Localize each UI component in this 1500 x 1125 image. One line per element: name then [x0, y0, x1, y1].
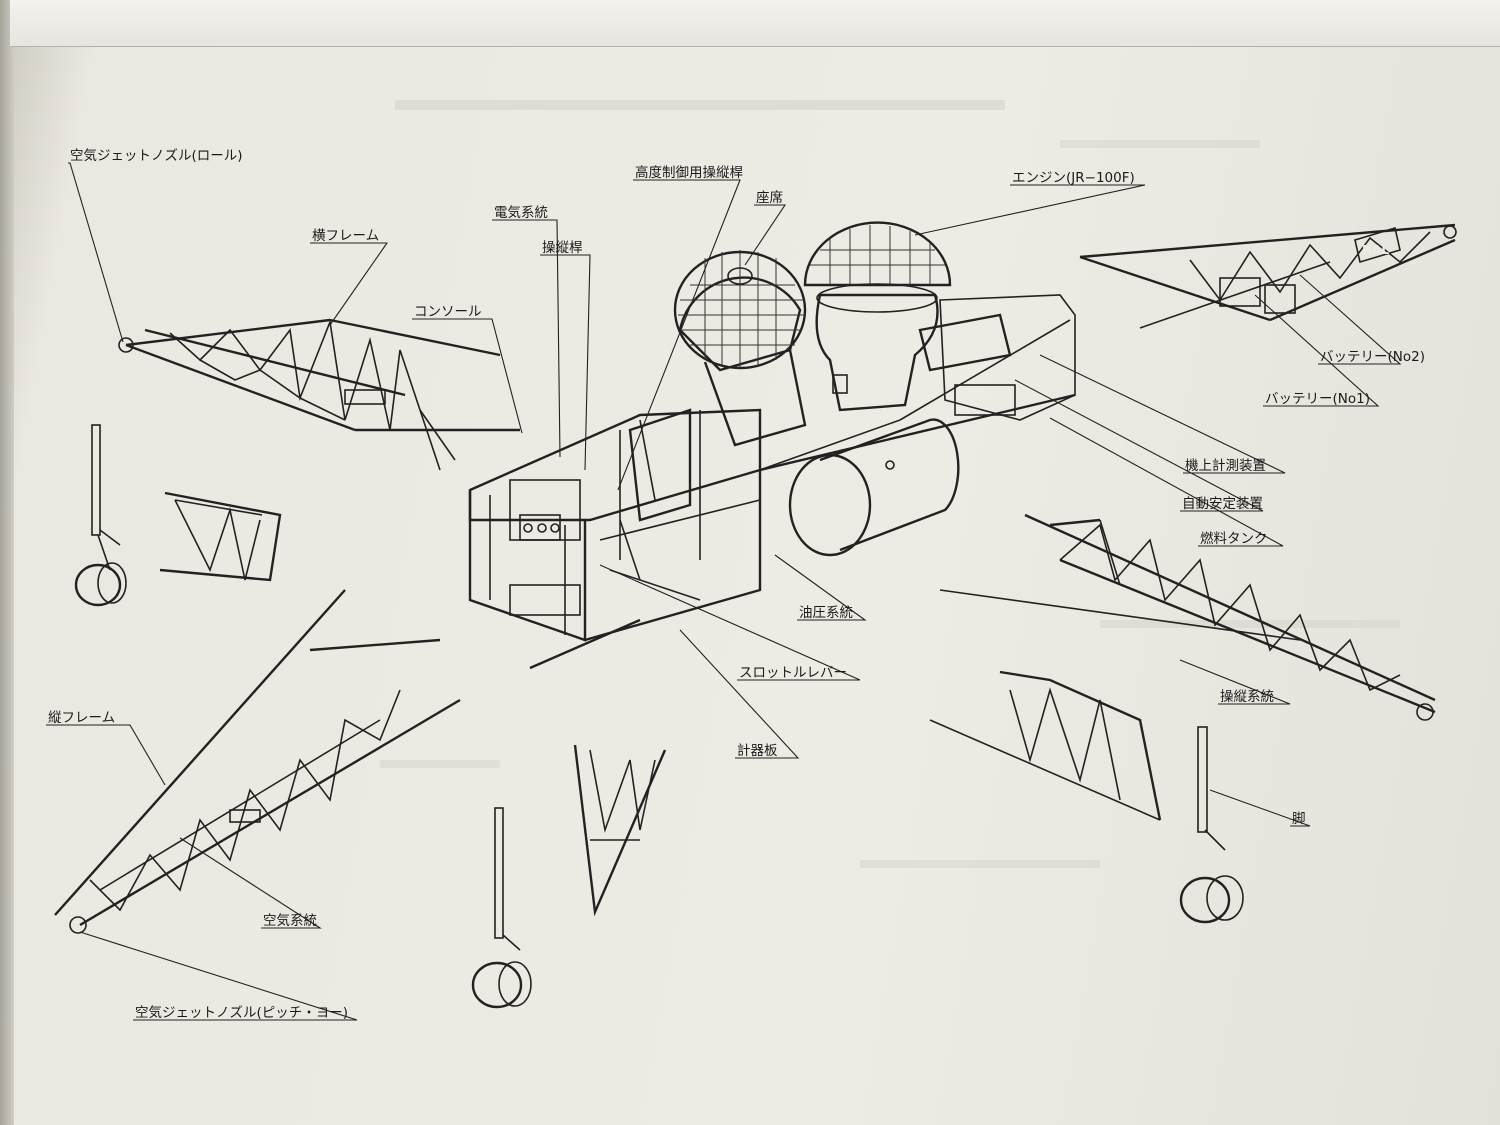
label-air-system: 空気系統	[263, 913, 317, 929]
label-throttle-lever: スロットルレバー	[739, 665, 847, 681]
left-lower-frame	[54, 589, 461, 934]
binding-edge	[0, 0, 14, 1125]
label-leg: 脚	[1292, 811, 1306, 827]
label-control-stick: 操縦桿	[542, 240, 583, 256]
callout-labels: 空気ジェットノズル(ロール) 横フレーム コンソール 電気系統 操縦桿 高度制御…	[48, 148, 1425, 1021]
engine-dome	[803, 221, 952, 412]
center-frame-fragment	[573, 744, 667, 917]
label-longitudinal-frame: 縦フレーム	[48, 710, 115, 726]
wing-mark-nal: NAL	[1362, 243, 1389, 257]
bleed-through-text	[380, 100, 1400, 868]
label-nozzle-pitch-yaw: 空気ジェットノズル(ピッチ・ヨー)	[135, 1005, 348, 1021]
label-battery-no2: バッテリー(No2)	[1320, 349, 1425, 365]
seat	[619, 408, 701, 560]
left-landing-gear	[74, 424, 127, 607]
label-engine: エンジン(JR−100F)	[1012, 170, 1135, 186]
center-landing-gear	[471, 807, 532, 1009]
left-frame-fragment	[159, 491, 282, 582]
right-lower-frame	[939, 513, 1436, 721]
right-landing-gear	[1179, 726, 1244, 924]
right-frame-fragment	[929, 670, 1162, 821]
left-side-frame	[118, 318, 520, 471]
label-electrical-system: 電気系統	[494, 205, 548, 221]
label-seat: 座席	[756, 190, 783, 206]
instrumentation-boxes	[759, 294, 1076, 472]
label-instrument-panel: 計器板	[737, 743, 778, 759]
label-fuel-tank: 燃料タンク	[1200, 530, 1268, 547]
label-onboard-instrumentation: 機上計測装置	[1185, 458, 1266, 474]
label-battery-no1: バッテリー(No1)	[1265, 391, 1370, 407]
label-altitude-control-stick: 高度制御用操縦桿	[635, 164, 743, 181]
fuel-tank	[759, 418, 960, 557]
right-upper-frame: NAL	[1079, 223, 1457, 329]
previous-sheet-edge	[10, 0, 1500, 47]
central-frame	[468, 408, 762, 670]
label-console: コンソール	[414, 304, 482, 320]
label-side-frame: 横フレーム	[312, 228, 379, 244]
label-nozzle-roll: 空気ジェットノズル(ロール)	[70, 148, 243, 164]
left-intake-dome	[673, 250, 807, 447]
label-control-system: 操縦系統	[1220, 689, 1274, 705]
label-auto-stabilizer: 自動安定装置	[1182, 496, 1263, 512]
leader-lines	[46, 162, 1402, 1021]
label-hydraulic-system: 油圧系統	[799, 605, 853, 621]
